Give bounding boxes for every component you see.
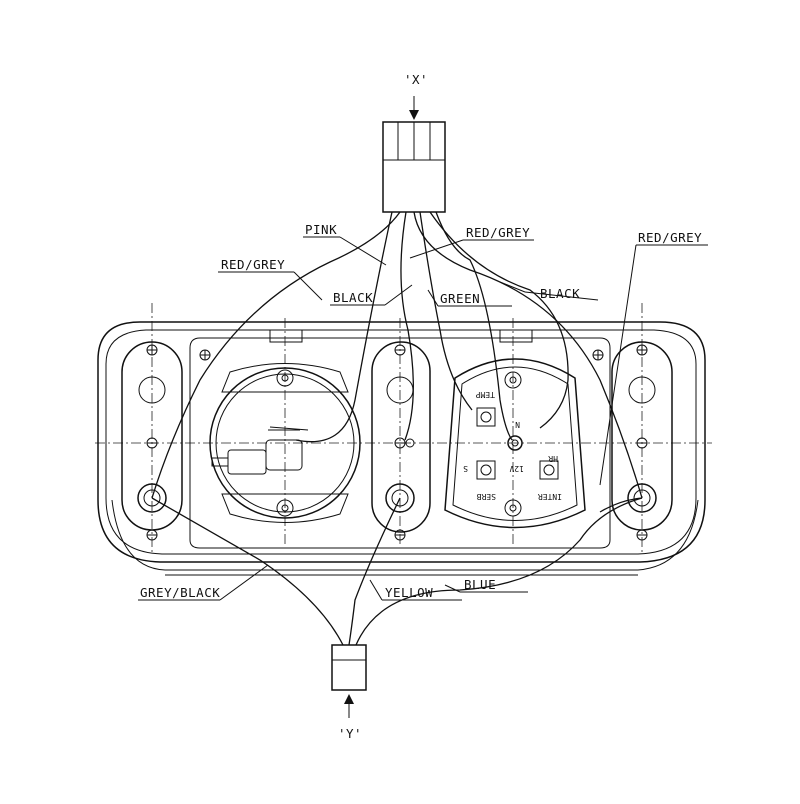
leader-lines [138, 236, 708, 601]
connector-y [331, 644, 367, 718]
terminal-label-12v: 12V [509, 464, 524, 473]
wire-labels: PINK RED/GREY RED/GREY RED/GREY BLACK BL… [140, 222, 702, 600]
label-yellow: YELLOW [385, 585, 433, 600]
terminal-label-serb: SERB [477, 492, 496, 501]
terminal-label-temp: TEMP [476, 390, 495, 399]
screw-marks [146, 344, 648, 541]
wire-harness [151, 211, 643, 646]
label-red-grey-top: RED/GREY [466, 225, 530, 240]
centre-mount-slot [371, 341, 431, 533]
instrument-housing [97, 321, 706, 576]
label-black-right: BLACK [540, 286, 580, 301]
connector-x [382, 96, 446, 213]
terminal-label-inter: INTER [538, 492, 562, 501]
terminal-label-hr: HR [548, 454, 558, 463]
label-grey-black: GREY/BLACK [140, 585, 220, 600]
label-pink: PINK [305, 222, 337, 237]
terminal-label-n: N [515, 420, 520, 429]
label-red-grey-right: RED/GREY [638, 230, 702, 245]
left-gauge-pod [209, 363, 361, 523]
label-red-grey-left: RED/GREY [221, 257, 285, 272]
label-green: GREEN [440, 291, 480, 306]
right-gauge-pod [444, 358, 586, 529]
label-blue: BLUE [464, 577, 496, 592]
terminal-label-s: S [463, 464, 468, 473]
terminal-labels: TEMP N 12V HR S SERB INTER [463, 390, 562, 501]
connector-y-label: 'Y' [338, 726, 362, 741]
connector-x-label: 'X' [404, 72, 428, 87]
label-black-left: BLACK [333, 290, 373, 305]
